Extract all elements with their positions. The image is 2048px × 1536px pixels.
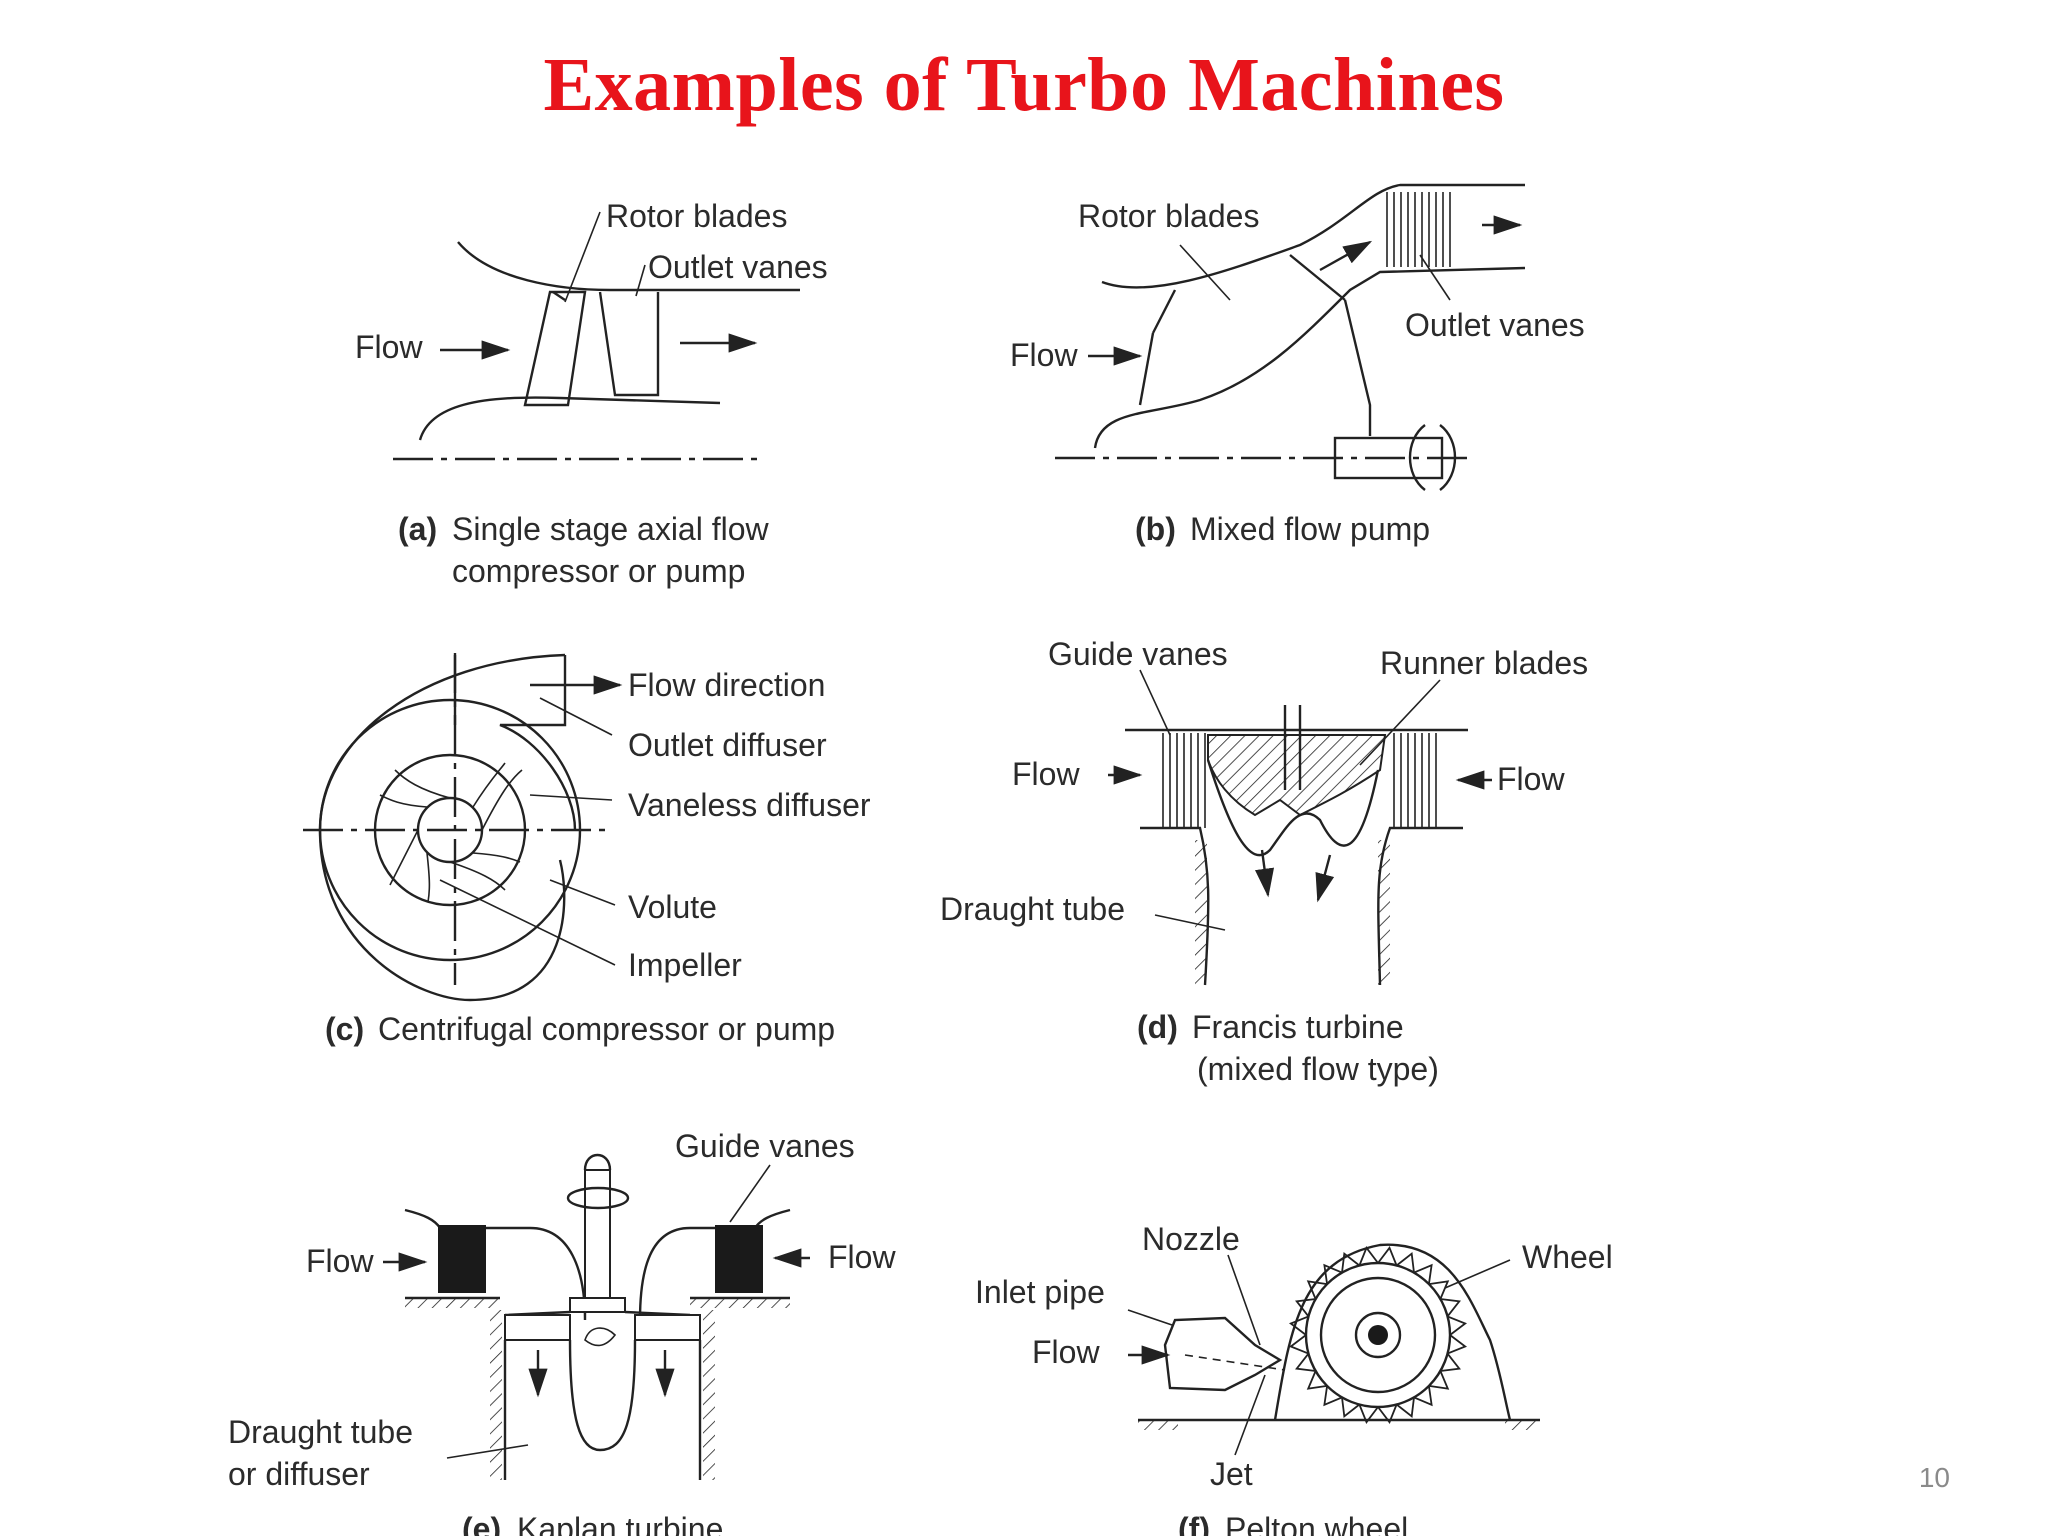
pelton-bucket [1323,1385,1343,1407]
pelton-bucket [1447,1315,1468,1336]
pelton-bucket [1396,1397,1415,1418]
caption-prefix-f: (f) [1178,1511,1210,1536]
label-wheel: Wheel [1522,1239,1613,1275]
pelton-buckets [1288,1245,1468,1425]
caption-f-line1: Pelton wheel [1225,1511,1408,1536]
pelton-bucket [1377,1245,1398,1266]
pelton-bucket [1428,1370,1450,1390]
caption-prefix-b: (b) [1135,511,1176,547]
caption-a-line1: Single stage axial flow [452,511,770,547]
pelton-bucket [1413,1263,1433,1285]
pelton-bucket [1295,1298,1316,1317]
pelton-bucket [1306,1370,1328,1390]
label-vaneless-diffuser: Vaneless diffuser [628,787,871,823]
label-volute: Volute [628,889,717,925]
label-outlet-vanes-b: Outlet vanes [1405,307,1585,343]
label-rotor-blades-a: Rotor blades [606,198,787,234]
pelton-bucket [1288,1334,1309,1355]
label-flow-f: Flow [1032,1334,1100,1370]
label-draught-tube-e-line1: Draught tube [228,1414,413,1450]
label-flow-a: Flow [355,329,423,365]
impeller-vanes [379,762,523,903]
label-impeller: Impeller [628,947,742,983]
label-flow-e-left: Flow [306,1243,374,1279]
label-outlet-diffuser: Outlet diffuser [628,727,827,763]
page-number: 10 [1918,1462,1950,1493]
label-jet: Jet [1210,1456,1253,1492]
panel-e-kaplan-turbine: Guide vanes Flow Flow Draught tube or di… [228,1128,896,1536]
pelton-bucket [1396,1252,1415,1273]
panel-a-axial-compressor: Rotor blades Outlet vanes Flow (a) Singl… [355,198,828,589]
caption-prefix-a: (a) [398,511,437,547]
label-nozzle: Nozzle [1142,1221,1240,1257]
pelton-bucket [1323,1263,1343,1285]
pelton-bucket [1413,1385,1433,1407]
panel-c-centrifugal-compressor: Flow direction Outlet diffuser Vaneless … [303,653,871,1047]
panel-b-mixed-flow-pump: Rotor blades Outlet vanes Flow (b) Mixed… [1010,183,1585,547]
caption-prefix-c: (c) [325,1011,364,1047]
panel-d-francis-turbine: Guide vanes Runner blades Flow Flow Drau… [940,636,1588,1087]
caption-prefix-d: (d) [1137,1009,1178,1045]
caption-e-line1: Kaplan turbine [517,1511,723,1536]
caption-a-line2: compressor or pump [452,553,745,589]
label-rotor-blades-b: Rotor blades [1078,198,1259,234]
pelton-bucket [1306,1280,1328,1300]
caption-c-line1: Centrifugal compressor or pump [378,1011,835,1047]
pelton-bucket [1440,1353,1461,1372]
caption-d-line2: (mixed flow type) [1197,1051,1439,1087]
pelton-bucket [1358,1245,1379,1266]
caption-prefix-e: (e) [462,1511,501,1536]
pelton-bucket [1288,1315,1309,1336]
label-flow-b: Flow [1010,337,1078,373]
label-guide-vanes-e: Guide vanes [675,1128,855,1164]
label-flow-d-right: Flow [1497,761,1565,797]
pelton-bucket [1377,1404,1398,1425]
label-flow-e-right: Flow [828,1239,896,1275]
label-draught-tube-e-line2: or diffuser [228,1456,370,1492]
pelton-bucket [1341,1252,1360,1273]
caption-b-line1: Mixed flow pump [1190,511,1430,547]
pelton-bucket [1447,1334,1468,1355]
label-runner-blades: Runner blades [1380,645,1588,681]
panel-f-pelton-wheel: Nozzle Wheel Inlet pipe Flow Jet (f) Pel… [975,1221,1613,1536]
pelton-bucket [1358,1404,1379,1425]
label-inlet-pipe: Inlet pipe [975,1274,1105,1310]
label-guide-vanes-d: Guide vanes [1048,636,1228,672]
slide-title: Examples of Turbo Machines [543,43,1505,127]
label-flow-d-left: Flow [1012,756,1080,792]
label-flow-direction: Flow direction [628,667,825,703]
label-draught-tube-d: Draught tube [940,891,1125,927]
caption-d-line1: Francis turbine [1192,1009,1404,1045]
pelton-bucket [1428,1280,1450,1300]
label-outlet-vanes-a: Outlet vanes [648,249,828,285]
pelton-bucket [1440,1298,1461,1317]
pelton-bucket [1341,1397,1360,1418]
pelton-bucket [1295,1353,1316,1372]
